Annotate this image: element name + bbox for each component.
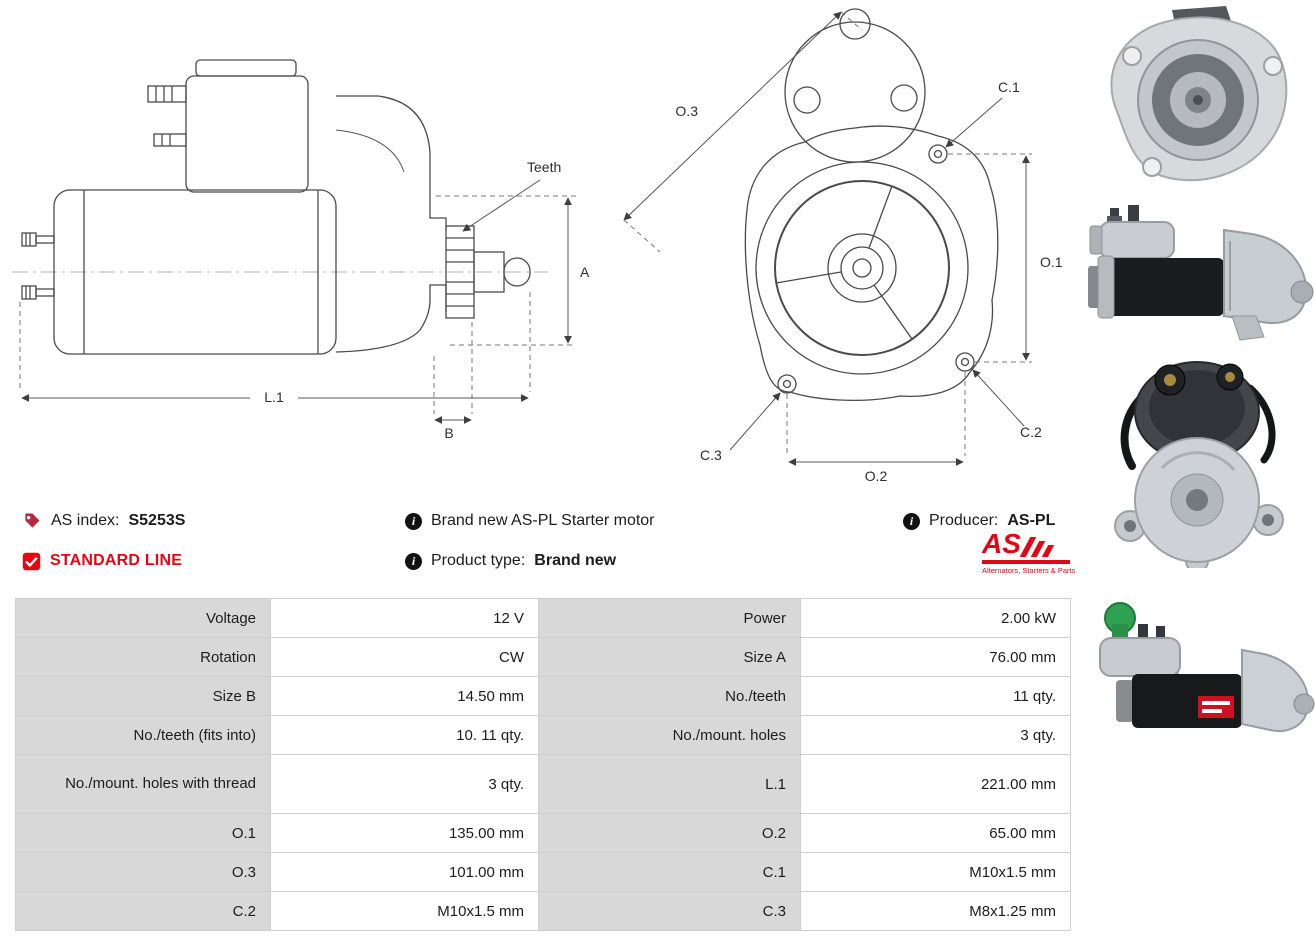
as-pl-logo-subtext: Alternators, Starters & Parts [982, 566, 1076, 575]
standard-line-label: STANDARD LINE [50, 552, 183, 569]
table-row: Rotation CW Size A 76.00 mm [15, 637, 1071, 677]
spec-value: 101.00 mm [270, 852, 539, 892]
product-type-label: Product type: [431, 552, 526, 569]
as-pl-logo-text: AS [982, 528, 1021, 559]
producer-row: Producer: AS-PL [903, 510, 1055, 532]
product-photo-2 [1080, 196, 1316, 348]
spec-value: 2.00 kW [800, 598, 1071, 638]
spec-label: Size B [15, 676, 271, 716]
spec-value: CW [270, 637, 539, 677]
brand-new-row: Brand new AS-PL Starter motor [405, 510, 655, 532]
front-view-diagram: O.3 C.1 O.1 O.2 C.2 C.3 [600, 0, 1070, 500]
table-row: Size B 14.50 mm No./teeth 11 qty. [15, 676, 1071, 716]
table-row: O.3 101.00 mm C.1 M10x1.5 mm [15, 852, 1071, 892]
dim-label-o1: O.1 [1040, 254, 1063, 270]
as-index-label: AS index: [51, 512, 120, 529]
as-index-row: AS index: S5253S [22, 510, 185, 532]
spec-label: No./mount. holes with thread [15, 754, 271, 814]
spec-label: No./teeth (fits into) [15, 715, 271, 755]
table-row: No./teeth (fits into) 10. 11 qty. No./mo… [15, 715, 1071, 755]
spec-value: 11 qty. [800, 676, 1071, 716]
spec-value: 3 qty. [800, 715, 1071, 755]
spec-value: M10x1.5 mm [270, 891, 539, 931]
spec-label: O.1 [15, 813, 271, 853]
logo-bar [982, 560, 1070, 564]
spec-label: C.1 [538, 852, 801, 892]
spec-value: 65.00 mm [800, 813, 1071, 853]
as-index-value: S5253S [128, 512, 186, 529]
spec-label: C.2 [15, 891, 271, 931]
spec-value: 3 qty. [270, 754, 539, 814]
terminal-studs [21, 232, 55, 300]
tag-icon [22, 511, 42, 531]
info-icon [405, 552, 422, 570]
dim-label-c2: C.2 [1020, 424, 1042, 440]
dim-label-o2: O.2 [865, 468, 888, 484]
spec-label: O.3 [15, 852, 271, 892]
product-type-value: Brand new [534, 552, 617, 569]
spec-label: O.2 [538, 813, 801, 853]
dim-label-b: B [444, 425, 453, 441]
spec-label: L.1 [538, 754, 801, 814]
spec-value: 221.00 mm [800, 754, 1071, 814]
product-photo-4 [1080, 568, 1316, 764]
as-pl-logo: AS Alternators, Starters & Parts [982, 528, 1076, 575]
spec-label: No./teeth [538, 676, 801, 716]
spec-table: Voltage 12 V Power 2.00 kW Rotation CW S… [15, 598, 1071, 931]
drive-end-outline [335, 95, 531, 353]
solenoid-front-outline [784, 8, 926, 163]
product-photo-3 [1082, 350, 1312, 573]
spec-label: C.3 [538, 891, 801, 931]
checkbox-icon [22, 552, 41, 571]
spec-label: No./mount. holes [538, 715, 801, 755]
table-row: Voltage 12 V Power 2.00 kW [15, 598, 1071, 638]
dim-label-o3: O.3 [675, 103, 698, 119]
spec-label: Voltage [15, 598, 271, 638]
mounting-face-circles [755, 161, 969, 375]
dim-label-c3: C.3 [700, 447, 722, 463]
brand-new-text: Brand new AS-PL Starter motor [431, 512, 655, 529]
spec-value: 135.00 mm [270, 813, 539, 853]
spec-value: 10. 11 qty. [270, 715, 539, 755]
dim-label-c1: C.1 [998, 79, 1020, 95]
side-view-diagram: A Teeth L.1 B [0, 0, 600, 445]
dim-label-l1: L.1 [264, 389, 284, 405]
info-icon [903, 512, 920, 530]
product-type-row: Product type: Brand new [405, 550, 616, 572]
mounting-holes [777, 144, 975, 394]
info-icon [405, 512, 422, 530]
spec-value: M10x1.5 mm [800, 852, 1071, 892]
product-photo-1 [1080, 4, 1316, 194]
producer-label: Producer: [929, 512, 999, 529]
spec-value: 76.00 mm [800, 637, 1071, 677]
dim-label-teeth: Teeth [527, 159, 561, 175]
solenoid-outline [147, 59, 309, 193]
standard-line-row: STANDARD LINE [22, 550, 182, 572]
producer-value: AS-PL [1007, 512, 1056, 529]
spec-value: 12 V [270, 598, 539, 638]
dim-label-a: A [580, 264, 590, 280]
logo-slash-icon [1041, 545, 1055, 557]
spec-label: Power [538, 598, 801, 638]
table-row: O.1 135.00 mm O.2 65.00 mm [15, 813, 1071, 853]
spec-label: Rotation [15, 637, 271, 677]
table-row: C.2 M10x1.5 mm C.3 M8x1.25 mm [15, 891, 1071, 931]
spec-label: Size A [538, 637, 801, 677]
flange-outline [744, 125, 999, 402]
table-row: No./mount. holes with thread 3 qty. L.1 … [15, 754, 1071, 814]
spec-value: 14.50 mm [270, 676, 539, 716]
motor-body-outline [53, 189, 337, 355]
spec-value: M8x1.25 mm [800, 891, 1071, 931]
